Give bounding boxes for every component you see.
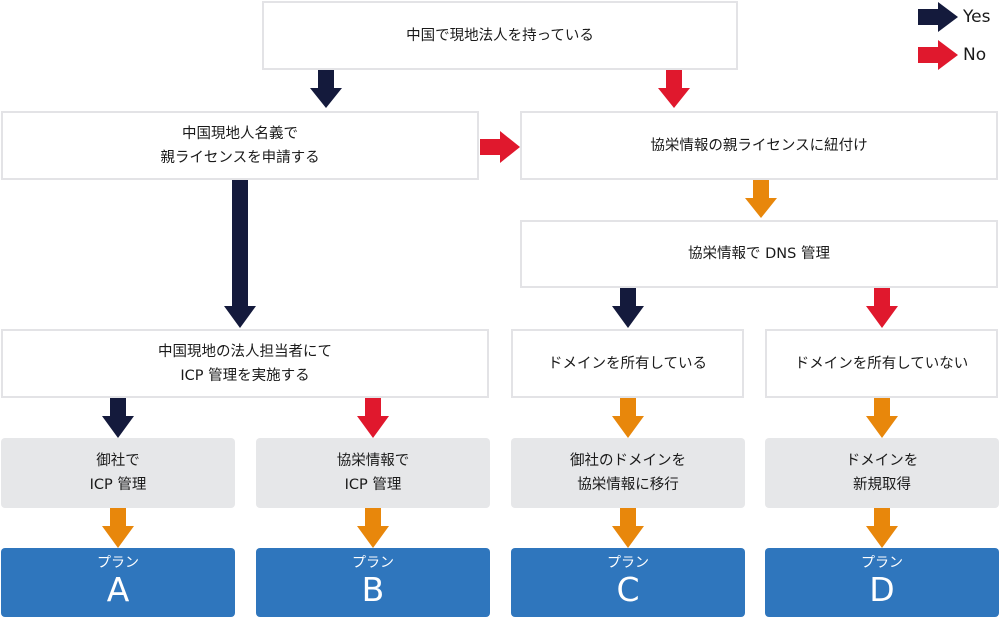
- link-parent-license-box: 協栄情報の親ライセンスに紐付け: [520, 111, 998, 180]
- flow-arrow-to-d-action: [866, 398, 898, 438]
- plan-a-action-line2: ICP 管理: [89, 477, 147, 493]
- plan-c-action-line2: 協栄情報に移行: [577, 477, 679, 493]
- flow-arrow-to-plan-d: [866, 508, 898, 548]
- start-question-box: 中国で現地法人を持っている: [262, 1, 738, 70]
- yes-arrow-dns-to-own: [612, 288, 644, 328]
- plan-c-action-box: 御社のドメインを 協栄情報に移行: [511, 438, 745, 508]
- plan-a-letter: A: [106, 570, 130, 609]
- plan-d-box: プラン D: [765, 548, 999, 617]
- local-icp-box: 中国現地の法人担当者にて ICP 管理を実施する: [1, 329, 489, 398]
- plan-a-action-line1: 御社で: [96, 453, 140, 469]
- legend-no-label: No: [963, 45, 987, 65]
- yes-arrow-to-a-action: [102, 398, 134, 438]
- no-arrow-to-b-action: [357, 398, 389, 438]
- plan-c-letter: C: [616, 570, 640, 609]
- no-arrow-apply-to-link: [480, 131, 520, 163]
- own-domain-box: ドメインを所有している: [511, 329, 744, 398]
- local-icp-line2: ICP 管理を実施する: [180, 367, 310, 384]
- plan-d-label: プラン: [861, 555, 903, 571]
- flow-arrow-to-plan-a: [102, 508, 134, 548]
- apply-license-box: 中国現地人名義で 親ライセンスを申請する: [1, 111, 479, 180]
- flow-arrow-to-c-action: [612, 398, 644, 438]
- yes-arrow-start-to-apply: [310, 70, 342, 108]
- yes-arrow-apply-to-local-icp: [224, 180, 256, 328]
- dns-management-box: 協栄情報で DNS 管理: [520, 220, 998, 288]
- apply-license-line1: 中国現地人名義で: [182, 125, 298, 142]
- dns-management-text: 協栄情報で DNS 管理: [688, 246, 830, 262]
- plan-b-letter: B: [361, 570, 385, 609]
- legend-no-arrow: [918, 40, 958, 70]
- start-question-text: 中国で現地法人を持っている: [406, 27, 594, 44]
- plan-a-box: プラン A: [1, 548, 235, 617]
- no-domain-box: ドメインを所有していない: [765, 329, 998, 398]
- no-arrow-dns-to-none: [866, 288, 898, 328]
- plan-d-action-line2: 新規取得: [853, 477, 911, 493]
- flow-arrow-to-plan-c: [612, 508, 644, 548]
- plan-c-label: プラン: [607, 555, 649, 571]
- plan-c-box: プラン C: [511, 548, 745, 617]
- plan-b-label: プラン: [352, 555, 394, 571]
- plan-a-action-box: 御社で ICP 管理: [1, 438, 235, 508]
- no-domain-text: ドメインを所有していない: [794, 355, 969, 372]
- apply-license-line2: 親ライセンスを申請する: [160, 149, 320, 166]
- flow-arrow-link-to-dns: [745, 180, 777, 218]
- plan-d-letter: D: [869, 570, 895, 609]
- legend-yes-label: Yes: [963, 7, 991, 27]
- local-icp-line1: 中国現地の法人担当者にて: [158, 343, 332, 360]
- plan-b-action-box: 協栄情報で ICP 管理: [256, 438, 490, 508]
- plan-d-action-box: ドメインを 新規取得: [765, 438, 999, 508]
- plan-c-action-line1: 御社のドメインを: [570, 453, 686, 469]
- legend-yes-arrow: [918, 2, 958, 32]
- plan-b-box: プラン B: [256, 548, 490, 617]
- own-domain-text: ドメインを所有している: [547, 355, 708, 372]
- link-parent-license-text: 協栄情報の親ライセンスに紐付け: [650, 137, 868, 154]
- no-arrow-start-to-link: [658, 70, 690, 108]
- plan-b-action-line1: 協栄情報で: [336, 453, 410, 469]
- plan-a-label: プラン: [97, 555, 139, 571]
- plan-d-action-line1: ドメインを: [845, 453, 919, 469]
- flow-arrow-to-plan-b: [357, 508, 389, 548]
- plan-b-action-line2: ICP 管理: [344, 477, 402, 493]
